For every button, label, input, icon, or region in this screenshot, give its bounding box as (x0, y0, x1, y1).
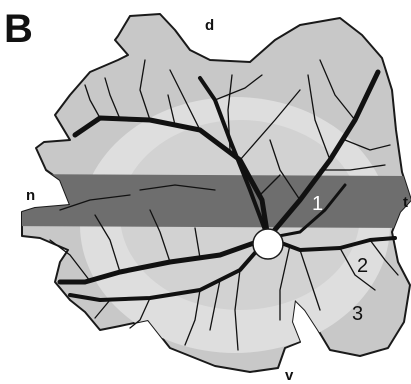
nasal-label: n (26, 187, 35, 204)
zone-1-label: 1 (312, 193, 323, 215)
central-band (0, 174, 411, 228)
zone-3-label: 3 (352, 303, 363, 325)
optic-disc-icon (253, 229, 283, 259)
zone-2-label: 2 (357, 255, 368, 277)
ventral-label: v (285, 367, 294, 384)
dorsal-label: d (205, 17, 214, 34)
panel-label: B (4, 7, 33, 51)
temporal-label: t (403, 194, 408, 211)
